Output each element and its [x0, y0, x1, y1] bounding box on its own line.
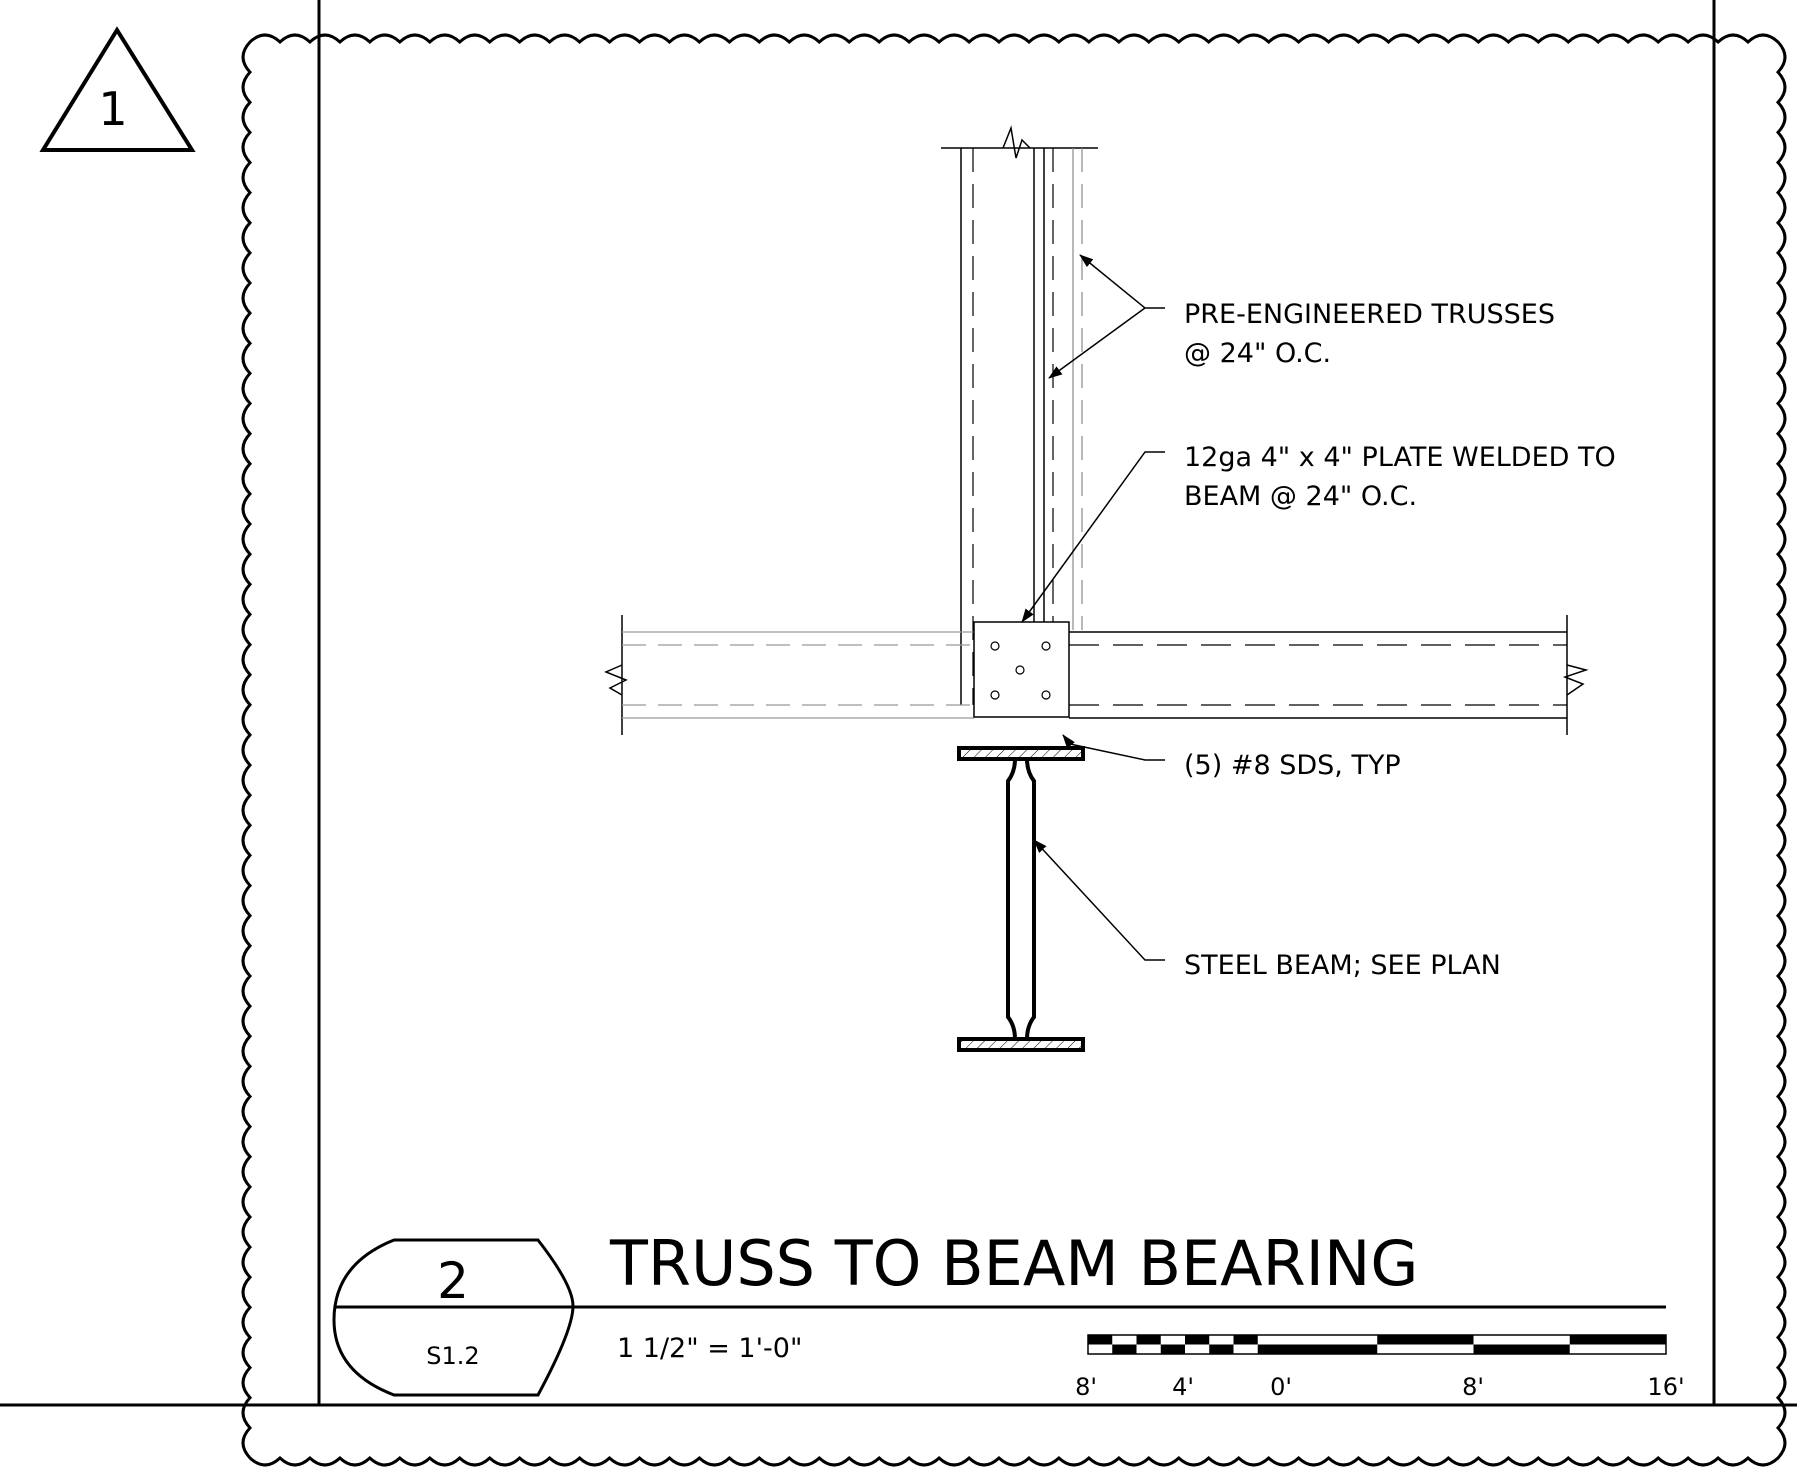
screws-leader [1069, 743, 1165, 761]
scale-label: 8' [1075, 1373, 1097, 1401]
vertical-truss [941, 125, 1098, 705]
screw [990, 690, 1000, 700]
note-trusses-line2: @ 24" O.C. [1184, 338, 1331, 369]
detail-number: 2 [437, 1252, 469, 1310]
horizontal-truss [604, 615, 1589, 735]
truss-leader-lower [1048, 307, 1146, 379]
screws-arrow [1062, 734, 1075, 749]
screw [1015, 665, 1025, 675]
bearing-plate [973, 621, 1070, 718]
scale-bar-segments [1088, 1335, 1666, 1354]
scale-label: 0' [1270, 1373, 1292, 1401]
scale-label: 4' [1172, 1373, 1194, 1401]
graphic-scale: 8' 4' 0' 8' 16' [1075, 1334, 1685, 1401]
break-symbol-left [604, 664, 628, 696]
revision-number: 1 [98, 82, 127, 136]
revision-delta: 1 [39, 26, 196, 152]
note-plate-line2: BEAM @ 24" O.C. [1184, 481, 1417, 512]
note-screws: (5) #8 SDS, TYP [1184, 750, 1401, 781]
scale-bar-segment [1377, 1335, 1474, 1345]
scale-label: 16' [1647, 1373, 1684, 1401]
detail-scale: 1 1/2" = 1'-0" [617, 1333, 802, 1364]
screw [1041, 641, 1051, 651]
steel-beam [957, 746, 1085, 1052]
beam-leader [1033, 839, 1165, 961]
callout-notes: PRE-ENGINEERED TRUSSES @ 24" O.C. 12ga 4… [1184, 299, 1616, 981]
scale-bar-segment [1281, 1344, 1378, 1354]
scale-bar-segment [1473, 1344, 1570, 1354]
revision-cloud [241, 33, 1787, 1467]
scale-bar-segment [1209, 1344, 1234, 1354]
scale-label: 8' [1462, 1373, 1484, 1401]
detail-tag: 2 S1.2 TRUSS TO BEAM BEARING 1 1/2" = 1'… [332, 1227, 1666, 1397]
scale-bar-segment [1185, 1335, 1210, 1345]
break-symbol-top [1002, 125, 1031, 159]
detail-title: TRUSS TO BEAM BEARING [609, 1227, 1418, 1300]
detail-sheet: S1.2 [426, 1342, 479, 1370]
note-beam: STEEL BEAM; SEE PLAN [1184, 950, 1501, 981]
note-plate-line1: 12ga 4" x 4" PLATE WELDED TO [1184, 442, 1616, 473]
scale-bar-segment [1136, 1335, 1161, 1345]
note-trusses-line1: PRE-ENGINEERED TRUSSES [1184, 299, 1555, 330]
sheet-frame [0, 0, 1797, 1407]
scale-bar-segment [1160, 1344, 1185, 1354]
scale-bar-segment [1233, 1335, 1258, 1345]
scale-bar-segment [1112, 1344, 1137, 1354]
screw [1041, 690, 1051, 700]
scale-bar-segment [1088, 1335, 1113, 1345]
break-symbol-right [1562, 664, 1589, 696]
screw [990, 641, 1000, 651]
plate-leader [1021, 451, 1165, 623]
beam-web [1006, 757, 1036, 1041]
callout-leaders [1021, 254, 1165, 961]
truss-leader-upper [1079, 254, 1165, 309]
scale-bar-segment [1569, 1335, 1666, 1345]
scale-bar-segment [1257, 1344, 1282, 1354]
revision-triangle [39, 26, 196, 152]
detail-tag-outline [332, 1238, 575, 1397]
